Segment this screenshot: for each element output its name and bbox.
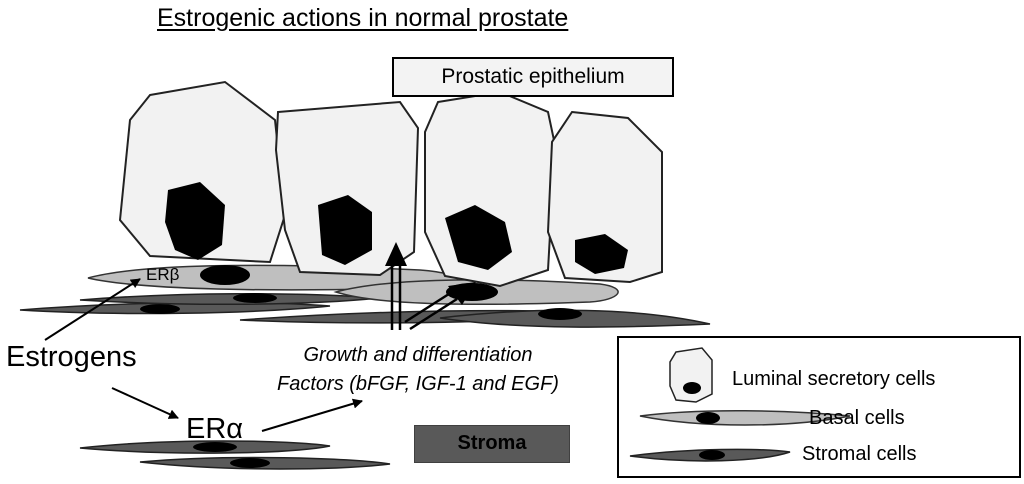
estrogens-label: Estrogens: [6, 341, 137, 373]
diagram-title: Estrogenic actions in normal prostate: [157, 4, 569, 32]
epithelium-label: Prostatic epithelium: [441, 65, 625, 88]
stromal-cells-lower: [79, 440, 391, 470]
stromal-cells-upper: [19, 292, 711, 328]
legend-basal-label: Basal cells: [809, 407, 905, 429]
legend-stromal-icon: [629, 448, 791, 462]
er-alpha-label: ERα: [186, 413, 244, 445]
stroma-label: Stroma: [457, 432, 527, 454]
legend-luminal-icon: [669, 347, 713, 403]
legend-stromal-label: Stromal cells: [802, 443, 917, 465]
growth-factors-line2: Factors (bFGF, IGF-1 and EGF): [277, 373, 559, 395]
legend-basal-icon: [639, 409, 851, 426]
er-beta-label: ERβ: [146, 265, 180, 284]
luminal-cells: [118, 80, 663, 288]
signal-arrows: [44, 278, 363, 432]
growth-factors-line1: Growth and differentiation: [303, 344, 533, 366]
growth-factor-arrows: [385, 242, 476, 331]
legend: [617, 336, 1021, 478]
stroma-label-box: [414, 425, 570, 463]
basal-cells: [87, 264, 619, 306]
epithelium-label-box: [392, 57, 674, 97]
growth-factors-caption: Growth and differentiation Factors (bFGF…: [238, 341, 598, 399]
legend-luminal-label: Luminal secretory cells: [732, 368, 936, 390]
